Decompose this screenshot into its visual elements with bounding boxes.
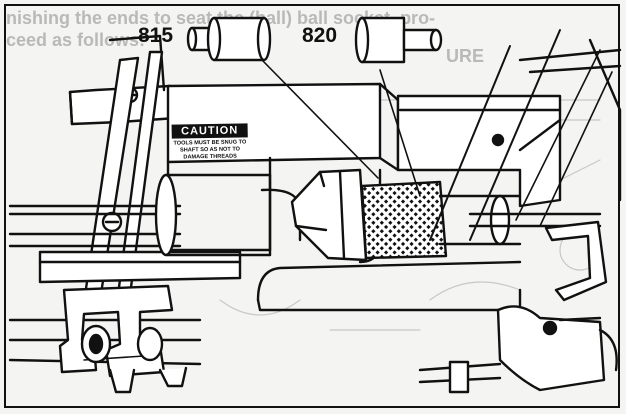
callout-label: 815	[138, 24, 174, 47]
knurled-sleeve	[360, 180, 448, 260]
shaft-cylinder	[154, 173, 272, 257]
tool-815-drawing	[186, 16, 272, 62]
background-text-line: ceed as follows:	[6, 30, 146, 50]
valve-assembly	[418, 305, 618, 394]
tool-820-drawing	[354, 16, 443, 64]
callout-label: 820	[302, 24, 338, 47]
cone-tool	[290, 168, 368, 262]
pry-rods	[429, 29, 613, 241]
figure-border	[4, 4, 620, 408]
support-rails	[8, 204, 242, 366]
angle-bracket	[544, 220, 608, 302]
c-clamp	[58, 284, 188, 394]
background-text-line: URE	[446, 46, 485, 66]
leader-lines	[261, 59, 421, 197]
